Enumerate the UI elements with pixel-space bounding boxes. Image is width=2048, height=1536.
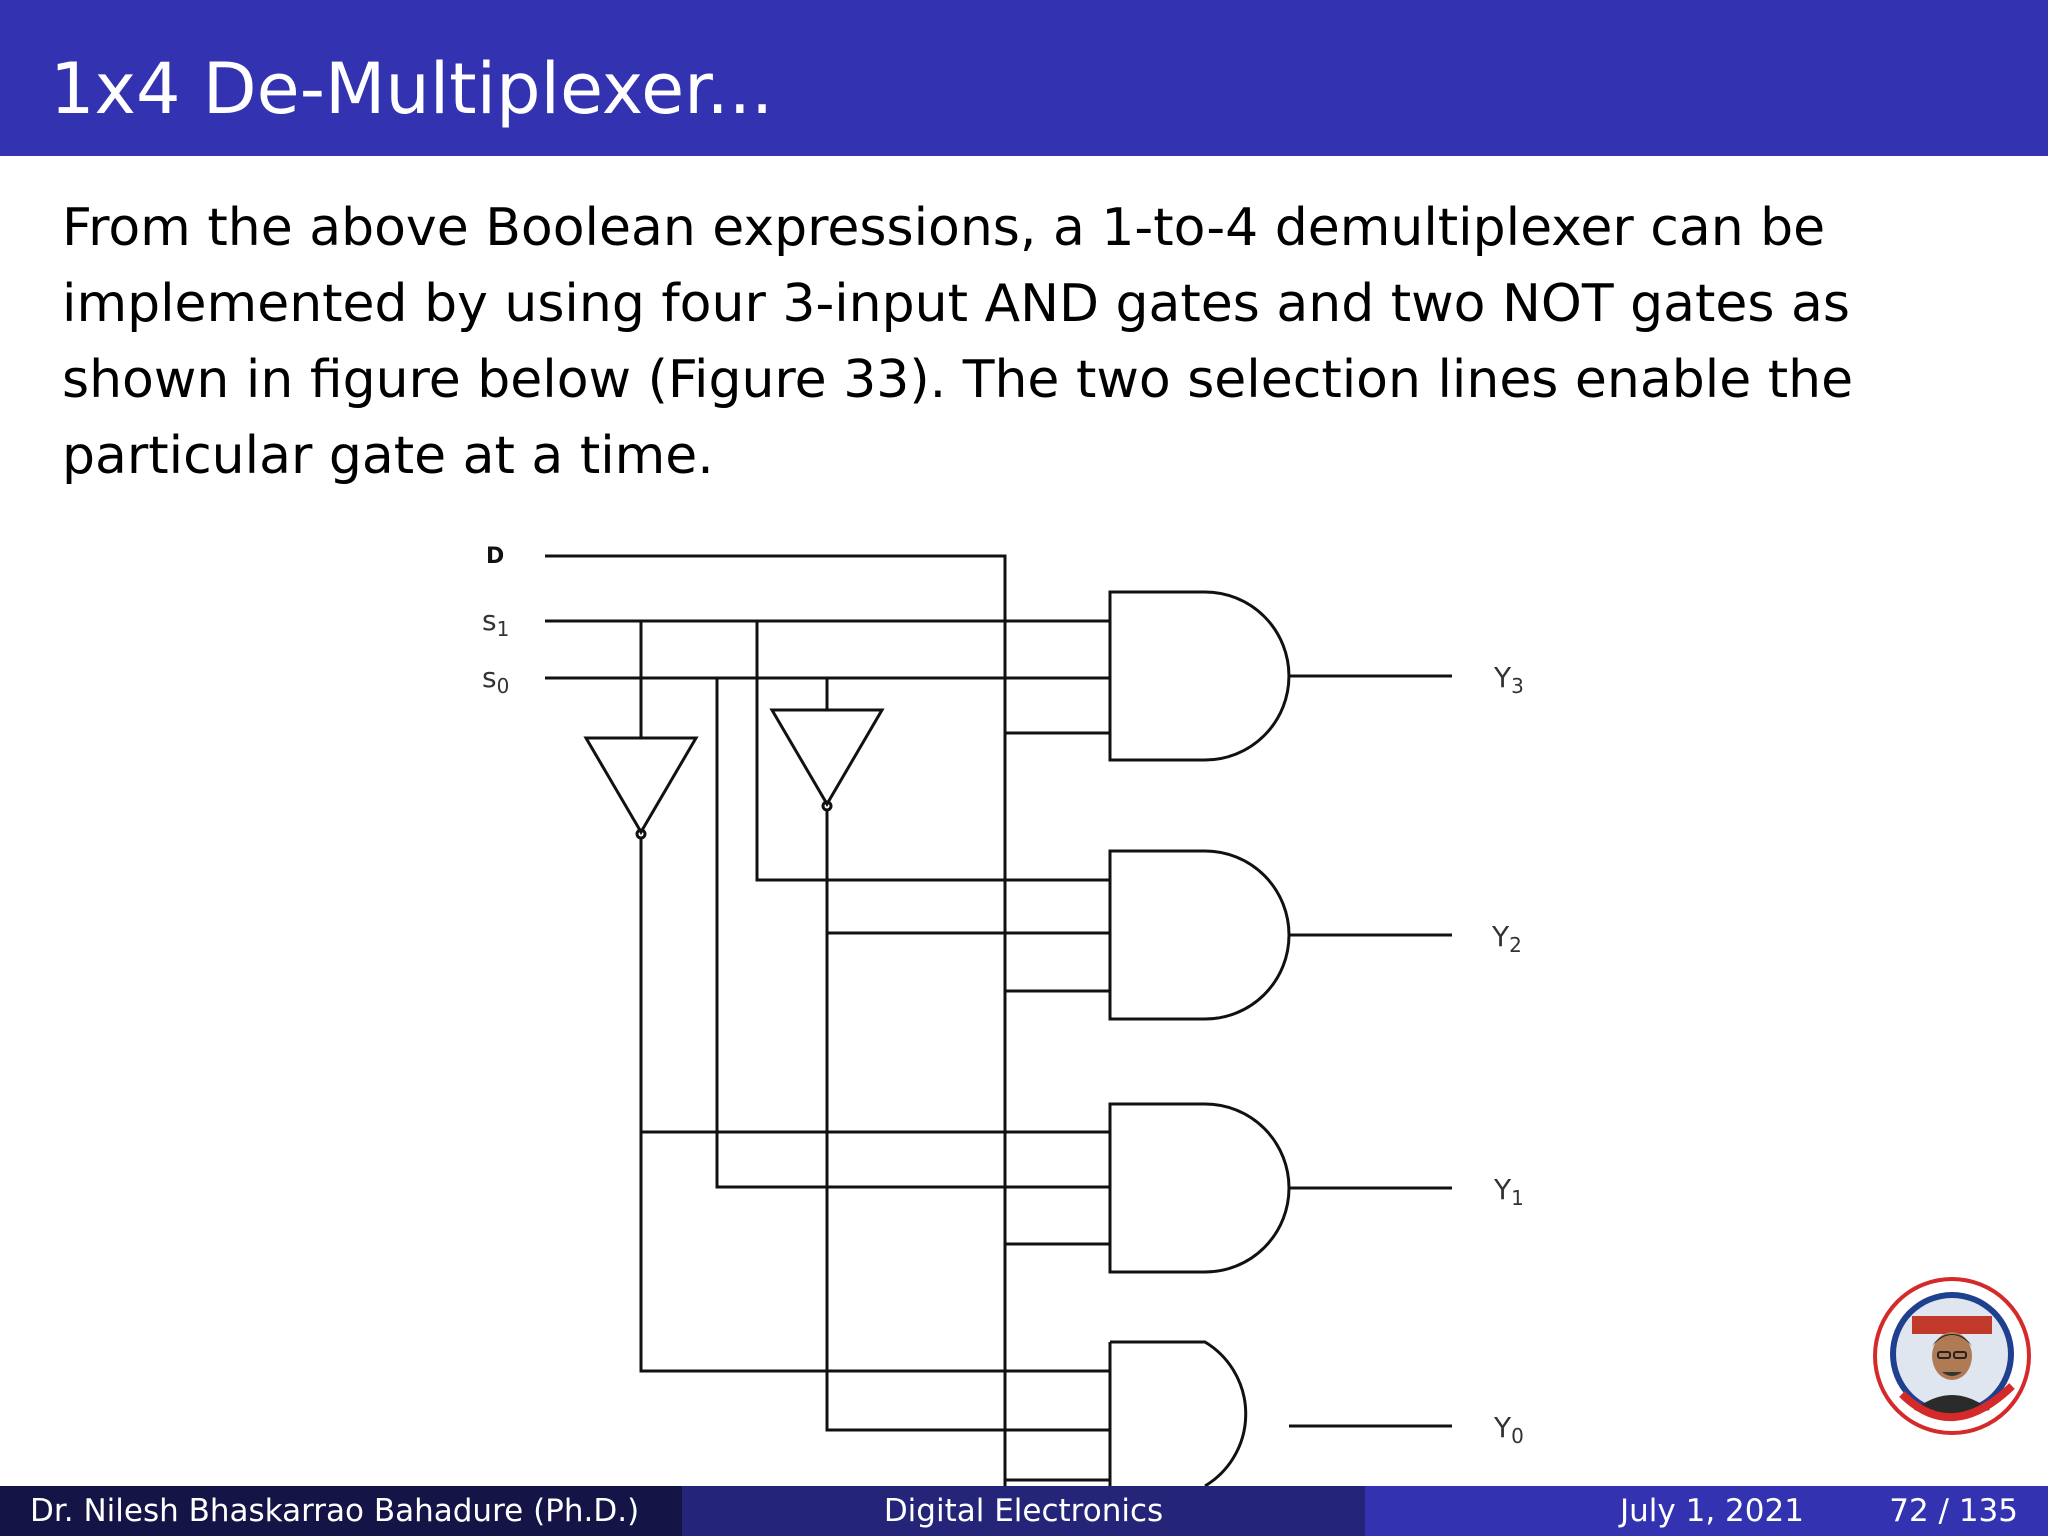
footer-author: Dr. Nilesh Bhaskarrao Bahadure (Ph.D.)	[30, 1493, 640, 1529]
input-label-d: D	[486, 544, 504, 569]
wire-s1-to-y2	[755, 621, 1110, 882]
output-label-y1: Y1	[1493, 1173, 1524, 1210]
body-paragraph: From the above Boolean expressions, a 1-…	[62, 190, 1962, 494]
demux-circuit-diagram: D s1 s0 Y3 Y2 Y1 Y0	[482, 544, 1524, 1486]
and-gate-y1	[1108, 1102, 1291, 1274]
footer-author-segment: Dr. Nilesh Bhaskarrao Bahadure (Ph.D.)	[0, 1486, 682, 1536]
output-label-y2: Y2	[1491, 920, 1522, 957]
paragraph-line-4: particular gate at a time.	[62, 426, 714, 486]
wire-s0-to-y1	[715, 678, 1110, 1189]
paragraph-line-2: implemented by using four 3-input AND ga…	[62, 274, 1850, 334]
wire-not-s1	[639, 838, 1110, 1373]
paragraph-line-1: From the above Boolean expressions, a 1-…	[62, 198, 1826, 258]
slide-title: 1x4 De-Multiplexer...	[50, 48, 774, 130]
footer-date-segment: July 1, 2021 72 / 135	[1365, 1486, 2048, 1536]
paragraph-line-3: shown in figure below (Figure 33). The t…	[62, 350, 1854, 410]
not-gate-s1	[583, 736, 699, 835]
and-gate-y0	[1110, 1340, 1248, 1486]
footer-date: July 1, 2021	[1620, 1493, 1804, 1529]
input-label-s0: s0	[482, 661, 509, 698]
not-gate-s1-bubble	[635, 828, 647, 840]
wire-not-s0	[825, 810, 1110, 1432]
footer-page-number: 72 / 135	[1889, 1493, 2018, 1529]
academy-logo-icon	[1873, 1277, 2031, 1435]
input-label-s1: s1	[482, 604, 509, 641]
footer-bar: Dr. Nilesh Bhaskarrao Bahadure (Ph.D.) D…	[0, 1486, 2048, 1536]
footer-course: Digital Electronics	[682, 1486, 1365, 1536]
and-gate-y2	[1108, 849, 1291, 1021]
not-gate-s0	[769, 708, 885, 807]
wire-d	[545, 554, 1007, 1486]
not-gate-s0-bubble	[821, 800, 833, 812]
and-gate-y3	[1108, 590, 1291, 762]
output-label-y3: Y3	[1493, 661, 1524, 698]
title-bar: 1x4 De-Multiplexer...	[0, 0, 2048, 156]
output-label-y0: Y0	[1493, 1411, 1524, 1448]
